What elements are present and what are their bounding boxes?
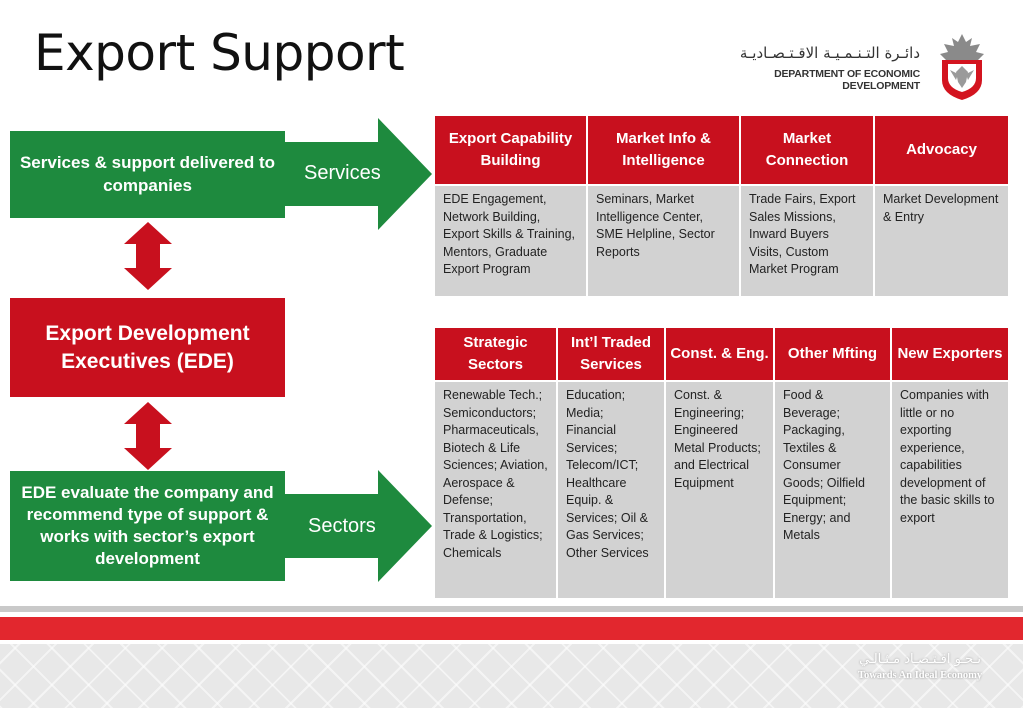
sectors-header-traded-services: Int’l Traded Services	[556, 326, 666, 382]
services-header-market-connection: Market Connection	[739, 114, 875, 186]
services-header-market-info: Market Info & Intelligence	[586, 114, 741, 186]
ede-box: Export Development Executives (EDE)	[10, 298, 285, 397]
services-header-export-capability: Export Capability Building	[433, 114, 588, 186]
services-cell-market-info: Seminars, Market Intelligence Center, SM…	[586, 184, 741, 298]
services-cell-advocacy: Market Development & Entry	[873, 184, 1010, 298]
sectors-header-other-mfting: Other Mfting	[773, 326, 892, 382]
sectors-cell-traded-services: Education; Media; Financial Services; Te…	[556, 380, 666, 600]
sectors-cell-const-eng: Const. & Engineering; Engineered Metal P…	[664, 380, 775, 600]
sectors-cell-strategic: Renewable Tech.; Semiconductors; Pharmac…	[433, 380, 558, 600]
services-arrow-icon	[284, 118, 432, 230]
services-cell-export-capability: EDE Engagement, Network Building, Export…	[433, 184, 588, 298]
double-arrow-icon	[124, 222, 172, 290]
footer-arabic-slogan: نـحـو اقـتـصـاد مـثـالـي	[859, 652, 981, 667]
sectors-arrow-label: Sectors	[308, 515, 376, 537]
department-logo: دائـرة التـنـمـيـة الاقـتـصـاديـة DEPART…	[700, 34, 1010, 104]
sectors-header-new-exporters: New Exporters	[890, 326, 1010, 382]
ede-evaluate-box: EDE evaluate the company and recommend t…	[10, 471, 285, 581]
services-header-advocacy: Advocacy	[873, 114, 1010, 186]
sectors-arrow-icon	[284, 470, 432, 582]
footer-english-slogan: Towards An Ideal Economy	[857, 670, 983, 681]
services-arrow-label: Services	[304, 162, 381, 184]
double-arrow-icon	[124, 402, 172, 470]
services-table: Export Capability Building Market Info &…	[433, 114, 1010, 298]
services-support-box: Services & support delivered to companie…	[10, 131, 285, 218]
services-cell-market-connection: Trade Fairs, Export Sales Missions, Inwa…	[739, 184, 875, 298]
sectors-cell-other-mfting: Food & Beverage; Packaging, Textiles & C…	[773, 380, 892, 600]
page-title: Export Support	[34, 24, 405, 82]
sectors-header-strategic: Strategic Sectors	[433, 326, 558, 382]
footer-red-band	[0, 617, 1023, 640]
sectors-header-const-eng: Const. & Eng.	[664, 326, 775, 382]
footer-gray-band	[0, 606, 1023, 612]
footer-pattern	[0, 644, 1023, 708]
sectors-cell-new-exporters: Companies with little or no exporting ex…	[890, 380, 1010, 600]
falcon-emblem-icon	[940, 34, 984, 100]
logo-arabic-text: دائـرة التـنـمـيـة الاقـتـصـاديـة	[739, 44, 920, 62]
logo-english-text: DEPARTMENT OF ECONOMIC DEVELOPMENT	[774, 68, 920, 92]
sectors-table: Strategic Sectors Int’l Traded Services …	[433, 326, 1010, 600]
